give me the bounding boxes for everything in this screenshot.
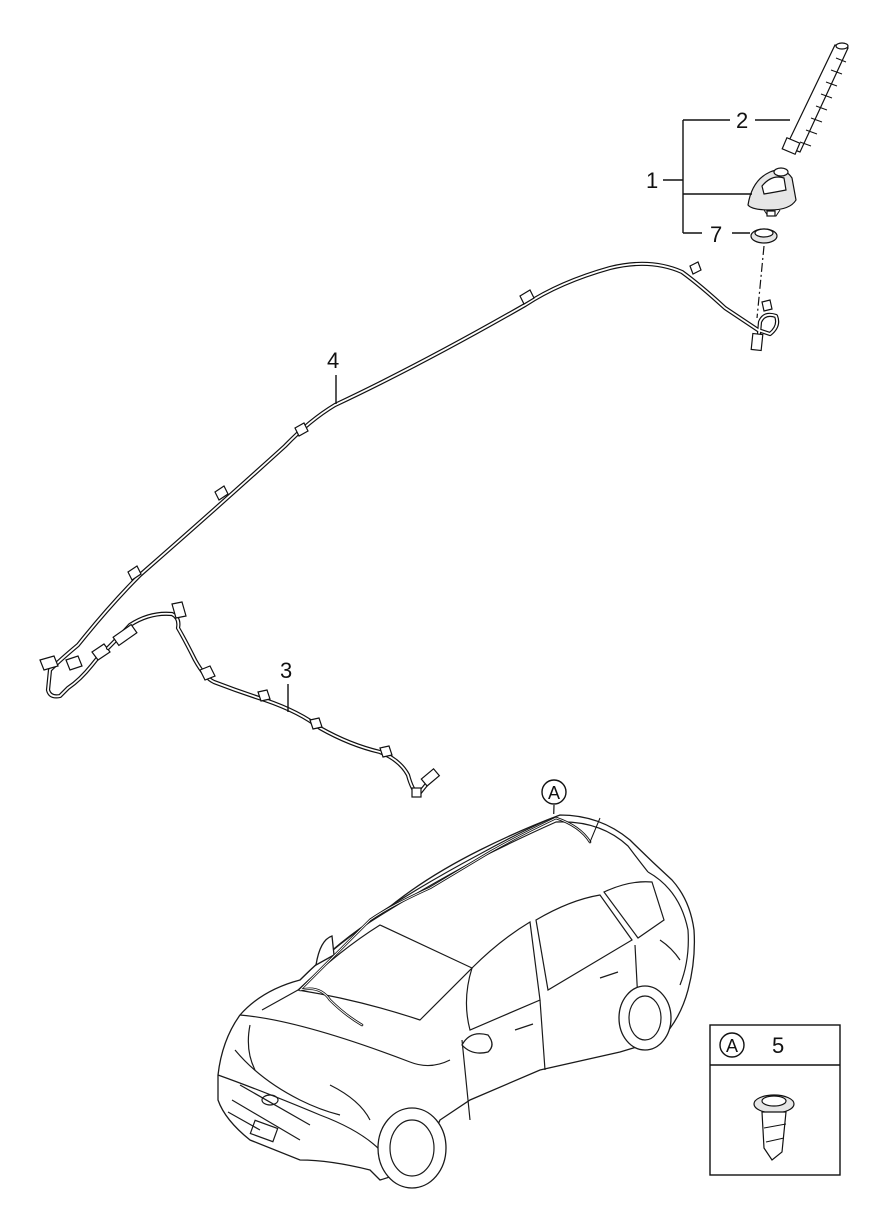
callout-2: 2 xyxy=(736,108,748,133)
callout-3: 3 xyxy=(280,658,292,683)
detail-box-marker: A xyxy=(726,1036,738,1056)
assembly-centerline xyxy=(756,245,765,319)
callout-leaders xyxy=(287,375,337,712)
callout-5: 5 xyxy=(772,1033,784,1058)
feeder-cable-main[interactable] xyxy=(39,261,780,699)
roof-clip[interactable] xyxy=(753,1094,795,1161)
feeder-cable-front[interactable] xyxy=(105,601,441,798)
callout-bracket xyxy=(663,119,790,234)
svg-text:A: A xyxy=(548,783,560,803)
callout-7: 7 xyxy=(710,222,722,247)
callout-1: 1 xyxy=(646,168,658,193)
vehicle-illustration xyxy=(217,814,696,1189)
antenna-gasket[interactable] xyxy=(750,228,778,244)
callout-4: 4 xyxy=(327,348,339,373)
antenna-pole[interactable] xyxy=(781,42,849,156)
antenna-base[interactable] xyxy=(747,167,797,217)
detail-box-a: A 5 xyxy=(709,1024,841,1176)
